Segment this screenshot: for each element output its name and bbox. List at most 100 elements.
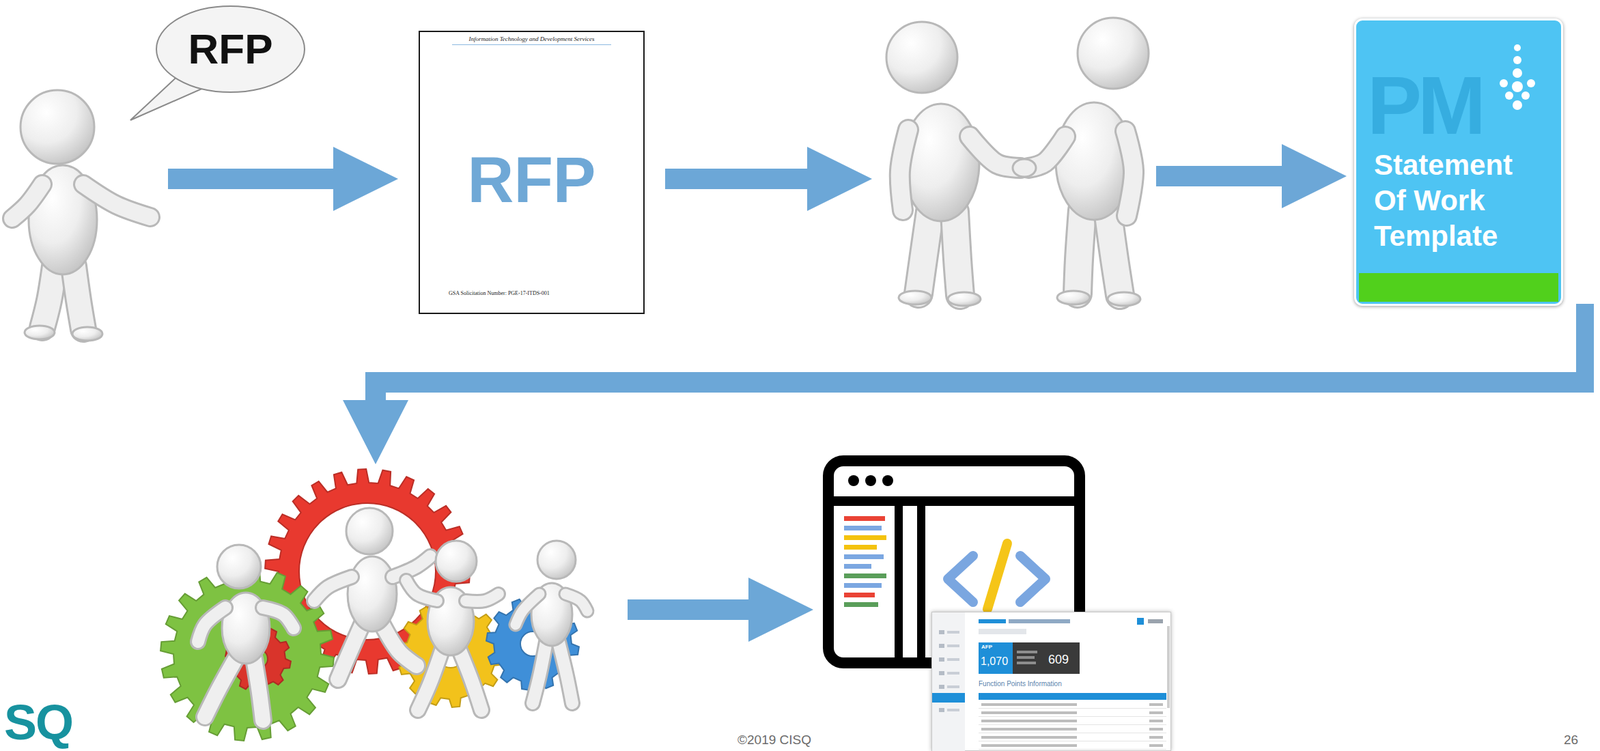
limb-outline (314, 577, 352, 601)
code-line (844, 564, 872, 569)
limb-outline (83, 184, 151, 218)
metric-value: 1,070 (980, 656, 1008, 668)
limb-outline (969, 136, 1021, 168)
limb (465, 594, 499, 602)
limb (515, 594, 540, 625)
limb-outline (532, 641, 547, 704)
table-cell (1149, 744, 1163, 748)
table-cell (981, 703, 1077, 707)
code-line (844, 602, 879, 608)
sidebar-item (947, 671, 960, 675)
foot (24, 325, 55, 340)
metric-caption (1016, 650, 1038, 654)
limb-outline (458, 648, 482, 711)
head (435, 540, 477, 582)
metric-caption (1016, 656, 1035, 659)
sidebar-item (947, 630, 960, 634)
table-cell (1149, 727, 1163, 731)
logo-text: SQ (4, 697, 73, 748)
sidebar-icon (938, 630, 945, 635)
limb-outline (918, 211, 931, 294)
code-line (844, 544, 877, 550)
icon-dot (1512, 100, 1523, 110)
table-rule (978, 716, 1167, 718)
flow-arrow (167, 146, 399, 212)
bent-flow-arrow (342, 303, 1594, 465)
metric-value: 609 (1048, 653, 1069, 666)
limb (417, 648, 443, 711)
limb (338, 624, 362, 680)
sidebar-icon (938, 708, 945, 713)
hand (1012, 159, 1036, 177)
header-icon (1137, 618, 1144, 625)
limb-outline (900, 129, 909, 211)
icon-dot (1512, 68, 1523, 78)
table-rule (978, 708, 1167, 709)
limb-outline (465, 594, 499, 602)
document-header: Information Technology and Development S… (452, 35, 611, 46)
header-logo (978, 619, 1006, 624)
limb (382, 624, 417, 666)
table-cell (1149, 711, 1163, 715)
limb (969, 136, 1021, 168)
icon-dot (1513, 44, 1521, 52)
person-figure (406, 540, 499, 711)
head (1077, 17, 1149, 89)
sidebar-icon (938, 671, 945, 676)
metric-caption (1016, 661, 1036, 665)
icon-dot (1505, 91, 1514, 100)
limb-outline (515, 594, 540, 625)
limb (254, 658, 263, 721)
code-line (844, 592, 875, 598)
limb-outline (42, 266, 55, 328)
head (346, 508, 393, 555)
limb (954, 211, 961, 296)
icon-dot (1521, 91, 1530, 100)
table-cell (1149, 736, 1163, 739)
limb (1125, 131, 1134, 216)
limb (73, 266, 84, 330)
table-cell (981, 719, 1077, 723)
limb (918, 211, 931, 294)
sidebar-item (947, 685, 960, 689)
bubble-tail (130, 71, 210, 121)
sidebar-icon (938, 684, 945, 690)
window-dot (848, 475, 860, 487)
document-title: RFP (467, 148, 597, 213)
limb (314, 577, 352, 601)
foot (1057, 290, 1090, 305)
window-dot (865, 475, 877, 487)
green-band (1358, 273, 1559, 302)
limb-outline (198, 607, 226, 642)
code-slash (987, 543, 1008, 610)
foot (947, 292, 981, 306)
limb-outline (73, 266, 84, 330)
limb-outline (558, 641, 573, 704)
section-heading: Function Points Information (978, 680, 1062, 688)
scrollbar (1167, 626, 1170, 709)
limb (1107, 210, 1120, 296)
limb (900, 129, 909, 211)
limb-outline (954, 211, 961, 296)
metric-label: AFP (981, 644, 993, 651)
limb-outline (406, 580, 438, 601)
code-line (844, 516, 886, 522)
foot (72, 327, 103, 341)
watermark-text: PM (1367, 68, 1482, 143)
limb (406, 580, 438, 601)
limb (558, 641, 573, 704)
limb (42, 266, 55, 328)
table-cell (1149, 703, 1163, 707)
limb-outline (254, 658, 263, 721)
page-number: 26 (1563, 733, 1579, 748)
metric-box (978, 642, 1013, 675)
limb-outline (1107, 210, 1120, 296)
table-rule (978, 740, 1167, 742)
person-figure (1012, 17, 1149, 306)
limb (1077, 210, 1083, 294)
table-cell (981, 744, 1077, 748)
code-line (844, 535, 887, 541)
table-rule (978, 749, 1167, 750)
table-cell (1149, 719, 1163, 723)
